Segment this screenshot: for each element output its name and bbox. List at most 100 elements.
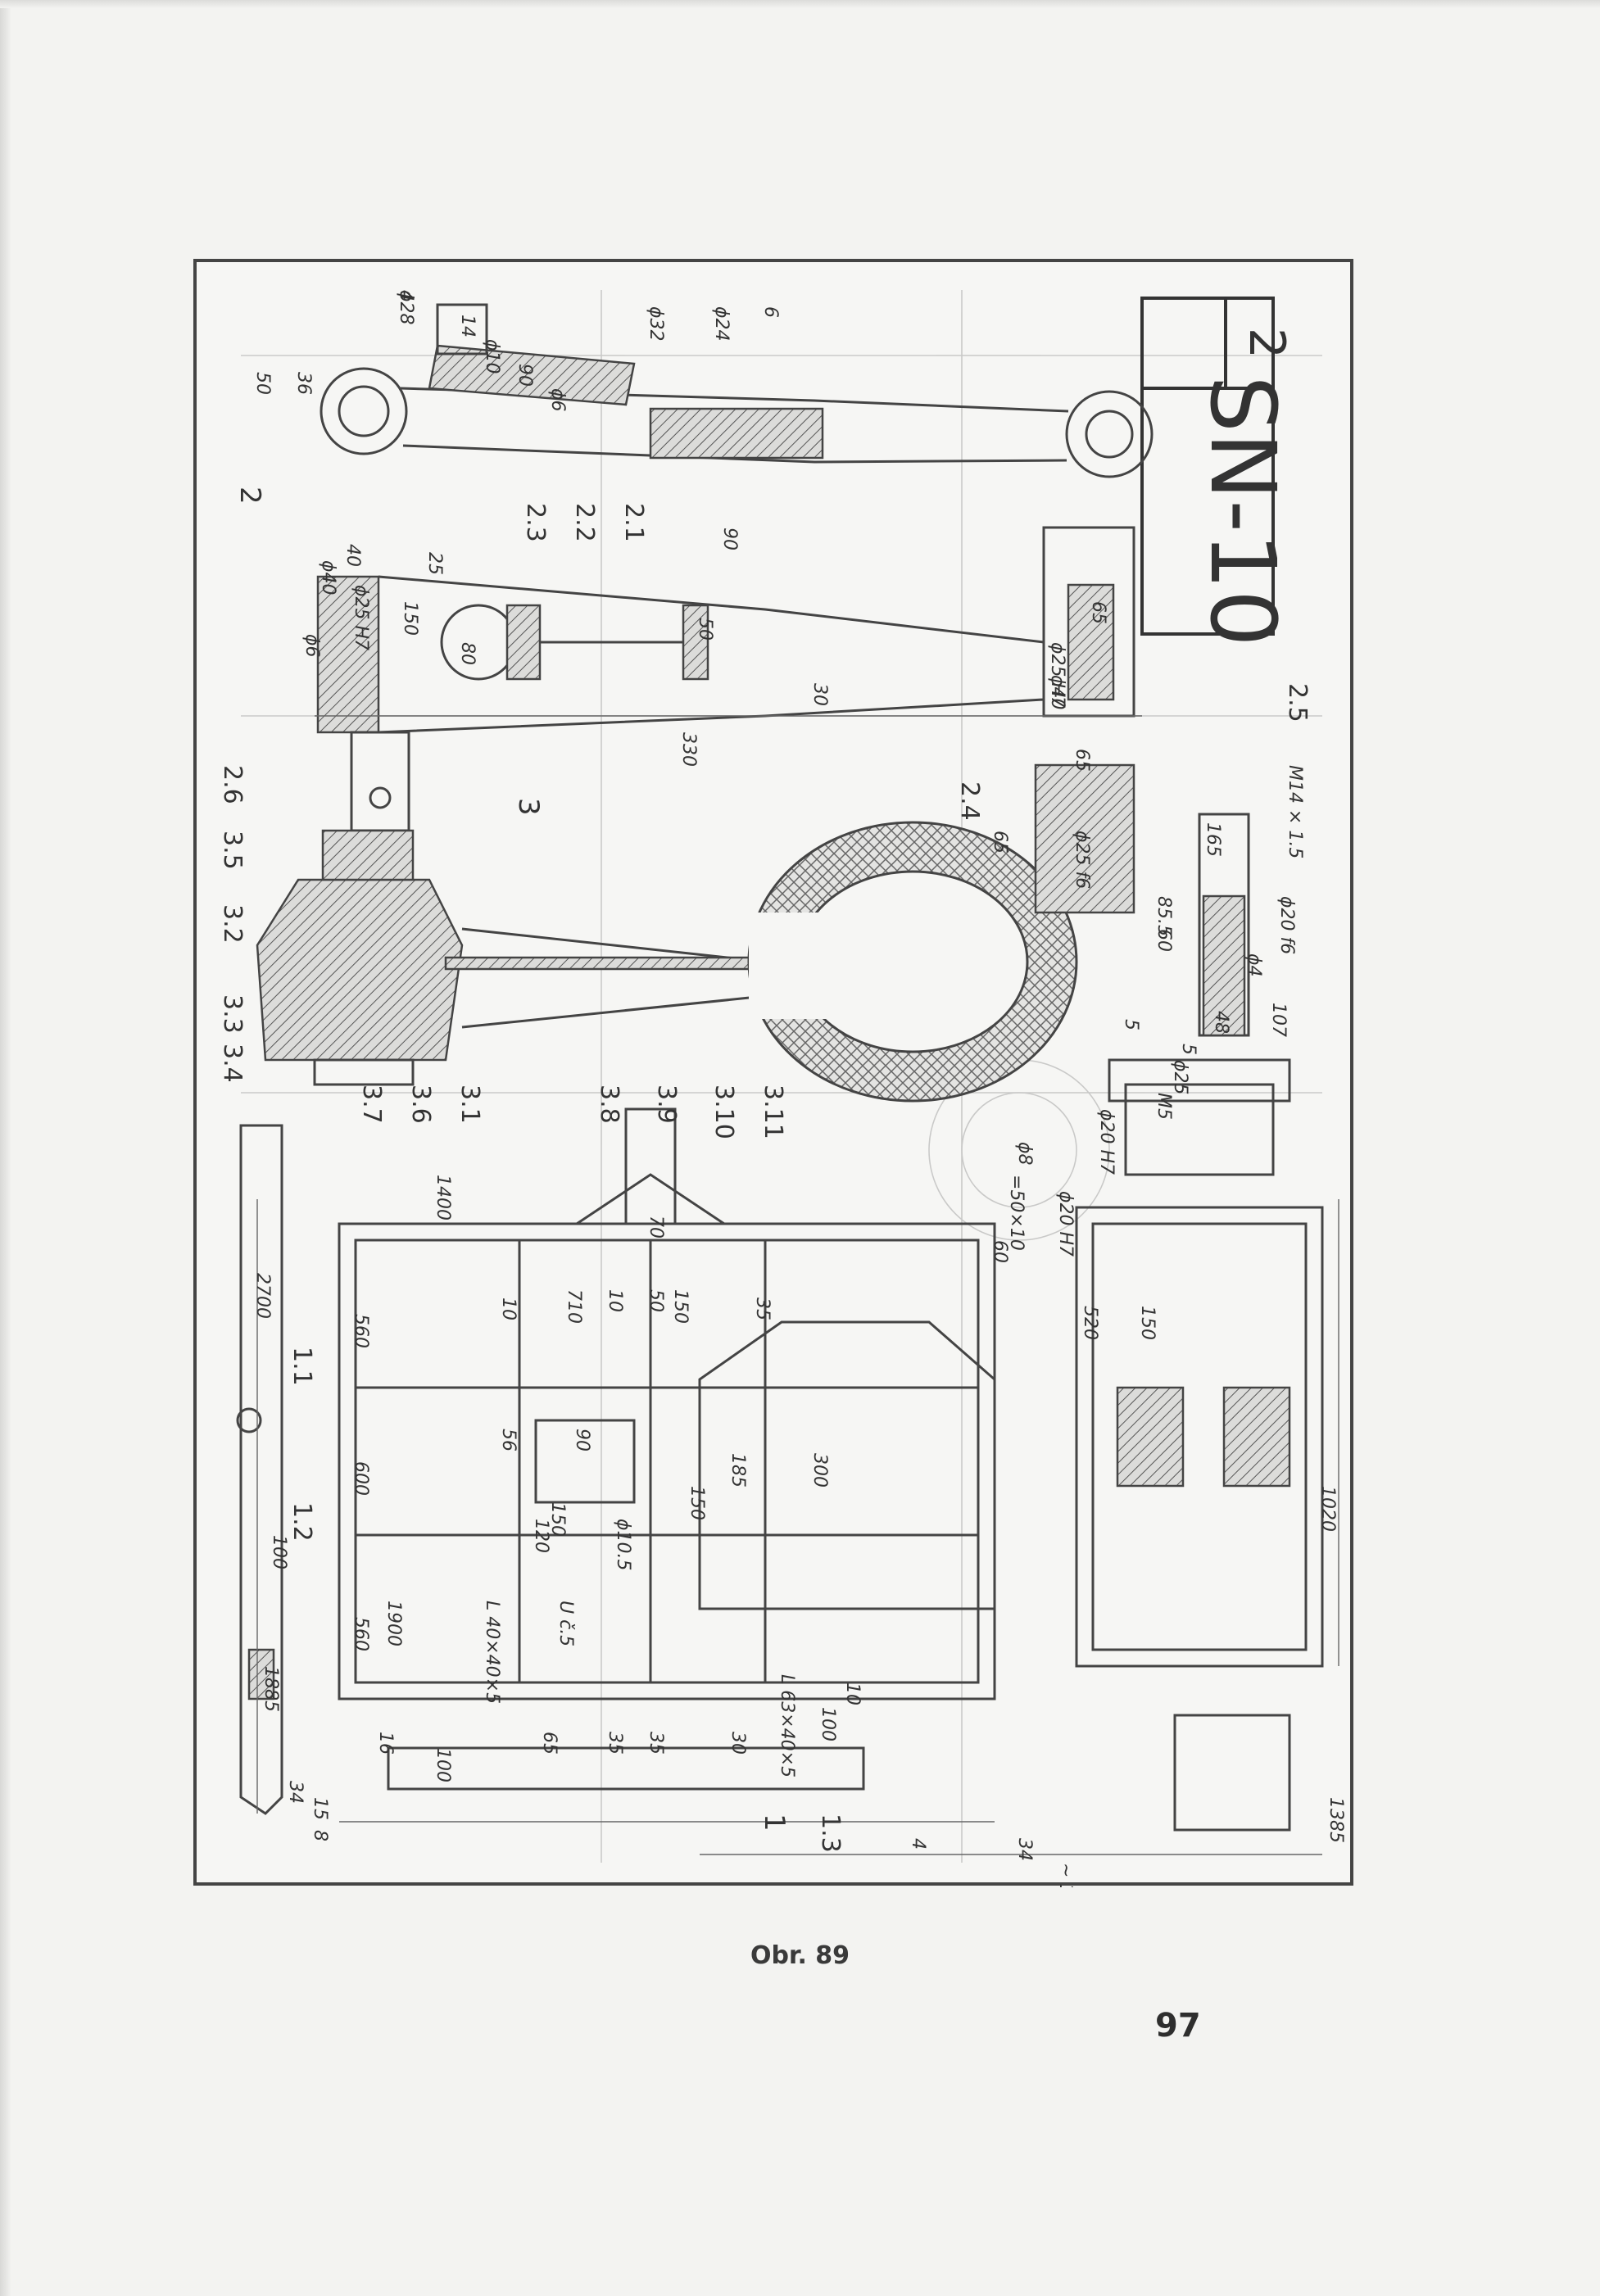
dimension-label: ϕ25	[1170, 1060, 1190, 1095]
dimension-label: 30	[809, 683, 830, 706]
dimension-label: 10	[498, 1297, 519, 1320]
ghost-background-lines	[241, 290, 1322, 1863]
part-label: 1.3	[816, 1814, 845, 1853]
dimension-label: ϕ20 f6	[1276, 896, 1297, 954]
dimension-label: 107	[1268, 1003, 1289, 1037]
dimension-label: 60	[1154, 929, 1174, 952]
page-number: 97	[1155, 2007, 1201, 2045]
frame-lower-view	[387, 1083, 1324, 1832]
dimension-label: 560	[351, 1314, 371, 1348]
tyre-section	[747, 821, 1078, 1103]
dimension-label: 1400	[433, 1175, 453, 1220]
dimension-label: ϕ6	[301, 634, 322, 658]
sheet-code: SN-10	[1190, 375, 1295, 647]
part-label: 3.10	[709, 1085, 738, 1139]
part-label: 2.5	[1283, 683, 1312, 722]
dimension-label: ϕ32	[646, 306, 666, 342]
dimension-label: 100	[269, 1535, 289, 1569]
dimension-label: L 40×40×5	[482, 1601, 502, 1704]
dimension-label: 34	[1014, 1838, 1035, 1861]
dimension-label: 165	[1203, 822, 1223, 857]
part-label: 2.2	[570, 503, 599, 542]
dimension-label: ϕ40	[318, 560, 338, 596]
dimension-label: 34	[285, 1781, 306, 1804]
dimension-label: 1885	[261, 1666, 281, 1712]
dimension-label: M14 × 1.5	[1285, 765, 1305, 858]
dimension-label: 65	[1072, 749, 1092, 772]
drawing-frame	[193, 259, 1353, 1886]
dimension-label: 5	[1178, 1044, 1199, 1055]
dimension-label: 10	[605, 1289, 625, 1312]
arm-top-view	[320, 303, 1154, 478]
dimension-label: 150	[400, 601, 420, 636]
dimension-label: 90	[514, 364, 535, 387]
page-binding-shadow	[0, 0, 11, 2296]
dimension-label: 5	[1121, 1019, 1141, 1030]
bushing-details	[1034, 763, 1291, 1103]
dimension-label: ϕ28	[396, 290, 416, 325]
sheet-number: 2	[1238, 328, 1295, 359]
title-block	[1140, 297, 1275, 636]
dimension-label: ϕ10	[482, 339, 502, 374]
dimension-label: 10	[842, 1682, 863, 1705]
part-label: 3.3	[218, 994, 247, 1034]
dimension-label: 710	[564, 1289, 584, 1324]
dimension-label: 150	[687, 1486, 707, 1520]
dimension-label: 2700	[252, 1273, 273, 1319]
dimension-label: ϕ20 H7	[1055, 1191, 1076, 1257]
part-label: 3.9	[652, 1085, 681, 1124]
dimension-label: 4	[396, 290, 416, 301]
dimension-label: 1385	[1326, 1797, 1346, 1843]
dimension-label: 100	[433, 1748, 453, 1782]
dimension-label: 65	[990, 831, 1010, 854]
part-label: 3.4	[218, 1044, 247, 1083]
dimension-label: ϕ24	[711, 306, 732, 342]
dimension-label: ϕ6	[547, 388, 568, 412]
dimension-label: 560	[351, 1617, 371, 1651]
figure-caption: Obr. 89	[750, 1941, 850, 1970]
dimension-label: 35	[646, 1732, 666, 1755]
dimension-label: 1900	[383, 1601, 404, 1646]
part-label: 2	[233, 487, 266, 505]
dimension-label: 1020	[1317, 1486, 1338, 1532]
part-label: 3.1	[456, 1085, 484, 1124]
dimension-label: ϕ25 H7	[351, 585, 371, 650]
dimension-label: 90	[572, 1429, 592, 1451]
dimension-label: 600	[351, 1461, 371, 1496]
dimension-label: 25	[424, 552, 445, 575]
dimension-label: 6	[760, 306, 781, 318]
dimension-label: 70	[646, 1216, 666, 1239]
dimension-label: 35	[752, 1297, 773, 1320]
part-label: 1	[758, 1814, 791, 1832]
dimension-label: ϕ25 H7	[1047, 642, 1067, 708]
frame-side-view	[236, 1124, 283, 1815]
part-label: 3.7	[357, 1085, 386, 1124]
dimension-label: 8	[310, 1830, 330, 1841]
dimension-label: 16	[375, 1732, 396, 1755]
part-label: 3.8	[595, 1085, 623, 1124]
dimension-label: 40	[342, 544, 363, 567]
page-top-shadow	[0, 0, 1600, 8]
dimension-lines	[256, 715, 1339, 1855]
dimension-label: 50	[695, 618, 715, 641]
part-label: 3.6	[406, 1085, 435, 1124]
dimension-label: 100	[818, 1707, 838, 1741]
dimension-label: ϕ40	[1047, 675, 1067, 710]
dimension-label: 85.5	[1154, 896, 1174, 936]
dimension-label: 50	[252, 372, 273, 395]
dimension-label: U č.5	[555, 1601, 576, 1646]
dimension-label: 65	[1088, 601, 1108, 624]
part-label: 1.2	[288, 1502, 316, 1542]
dimension-label: 300	[809, 1453, 830, 1488]
dimension-label: ~ 1317	[1055, 1863, 1076, 1887]
dimension-label: 56	[498, 1429, 519, 1451]
dimension-label: 150	[547, 1502, 568, 1537]
dimension-label: 48	[1211, 1011, 1231, 1034]
part-label: 2.1	[619, 503, 648, 542]
dimension-label: 90	[719, 528, 740, 550]
dimension-label: 36	[293, 372, 314, 395]
dimension-label: 150	[670, 1289, 691, 1324]
dimension-label: 120	[531, 1519, 551, 1553]
dimension-label: L 63×40×5	[777, 1674, 797, 1777]
